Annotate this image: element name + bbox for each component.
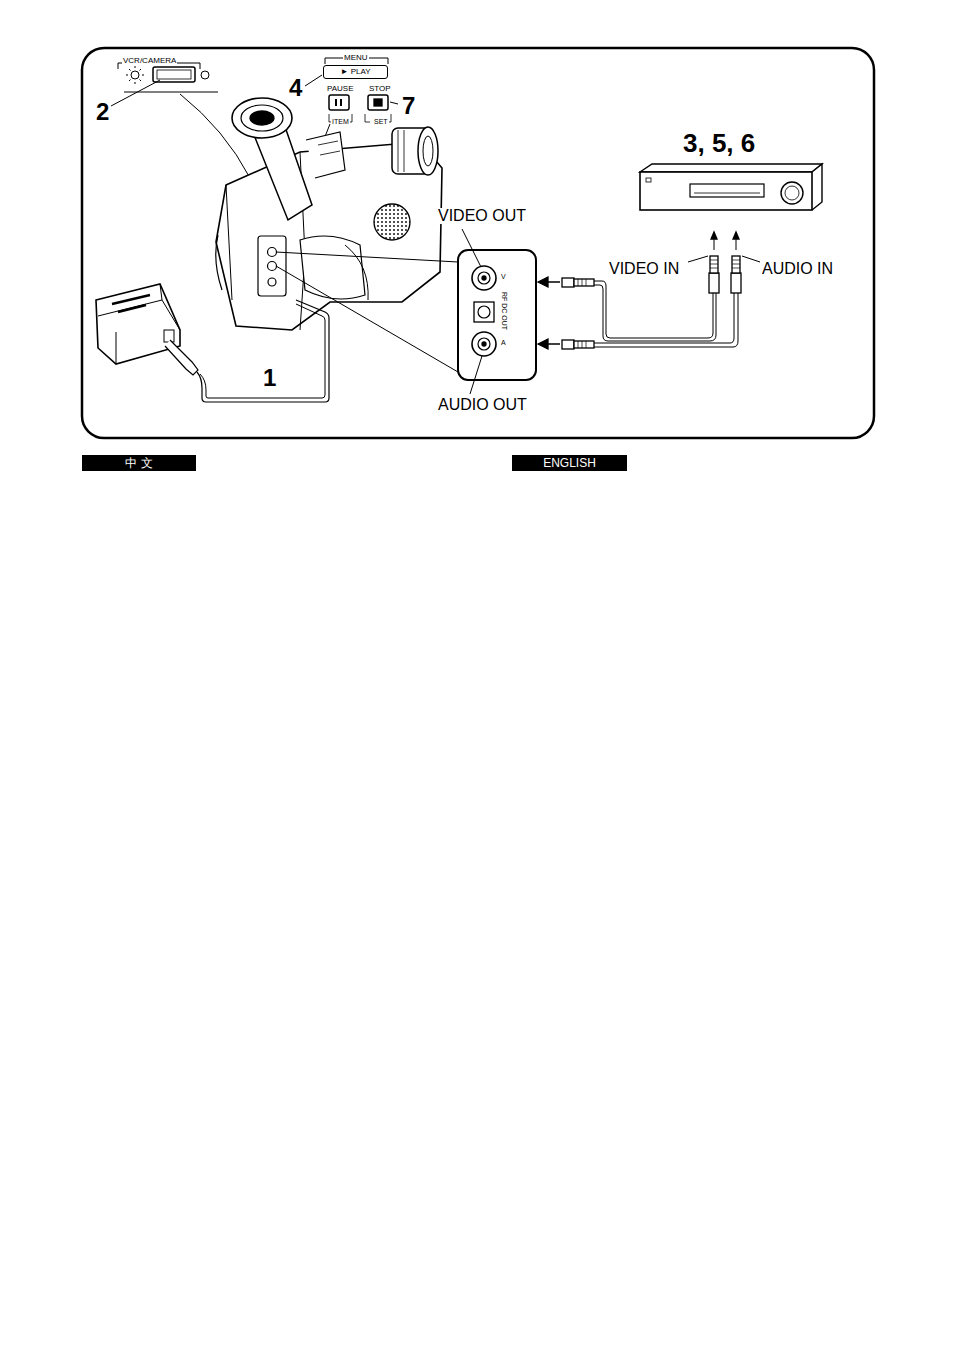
button-label: SET <box>373 118 389 125</box>
jack-marking: A <box>500 339 507 346</box>
callout-number: 7 <box>401 94 416 118</box>
node-text: ► PLAY <box>340 68 370 76</box>
callout-number: 1 <box>262 366 277 390</box>
button-label: ITEM <box>331 118 350 125</box>
jack-panel <box>458 250 536 380</box>
jack-label: VIDEO OUT <box>437 208 527 224</box>
language-bar: 中 文 <box>82 455 196 471</box>
frame <box>82 48 874 438</box>
button-label: PAUSE <box>326 85 355 93</box>
node-text: 中 文 <box>125 457 152 469</box>
callout-number: 4 <box>288 76 303 100</box>
button-label: STOP <box>368 85 392 93</box>
jack-marking: RF DC OUT <box>500 292 509 330</box>
play-button: ► PLAY <box>323 65 388 79</box>
jack-marking: V <box>500 273 507 280</box>
jack-label: VIDEO IN <box>608 261 680 277</box>
ac-adapter <box>96 284 180 364</box>
menu-label: MENU <box>343 54 369 62</box>
language-bar: ENGLISH <box>512 455 627 471</box>
callout-number: 3, 5, 6 <box>682 130 756 156</box>
vcr-camera-label: VCR/CAMERA <box>122 57 177 65</box>
jack-label: AUDIO IN <box>761 261 834 277</box>
node-text: ENGLISH <box>543 457 596 469</box>
callout-number: 2 <box>95 100 110 124</box>
vcr <box>640 172 812 210</box>
jack-label: AUDIO OUT <box>437 397 528 413</box>
